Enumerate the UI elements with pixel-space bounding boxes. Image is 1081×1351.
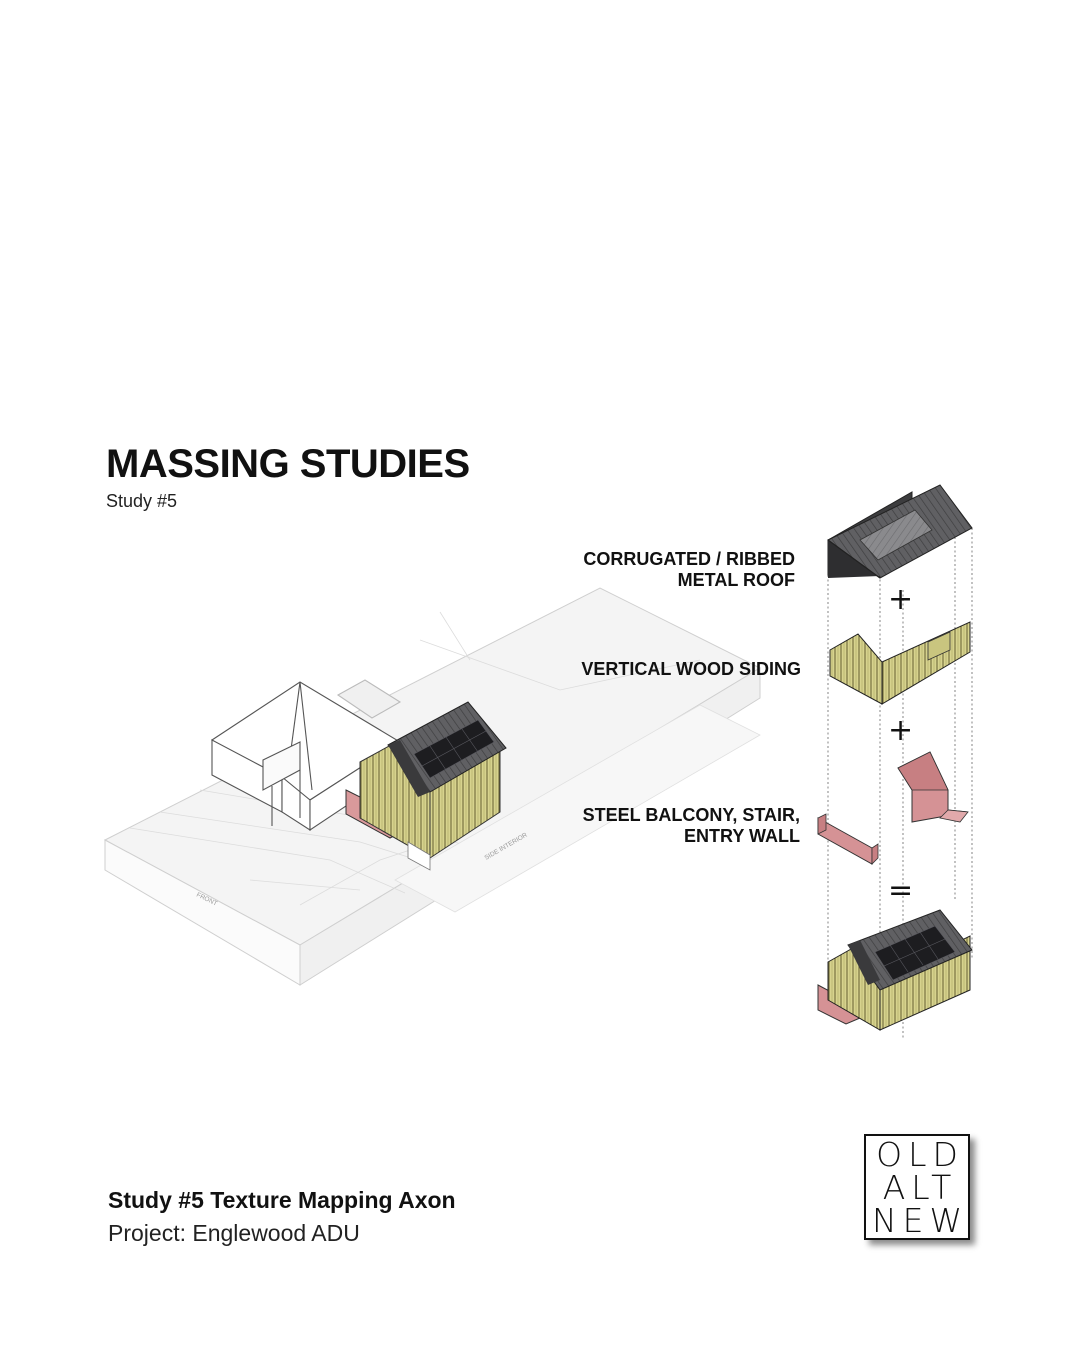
component-label-roof-line2: METAL ROOF (677, 570, 795, 590)
adu-solar-panels (413, 719, 495, 779)
component-label-steel: STEEL BALCONY, STAIR, ENTRY WALL (583, 805, 800, 847)
component-label-wood-line1: VERTICAL WOOD SIDING (581, 659, 801, 679)
page-subtitle: Study #5 (106, 491, 178, 511)
side-strip (394, 704, 761, 913)
logo-line-new: NEW (872, 1201, 969, 1240)
assembled-adu (817, 909, 973, 1031)
logo-line-old: OLD (876, 1135, 964, 1174)
component-label-roof-line1: CORRUGATED / RIBBED (583, 549, 795, 569)
brand-logo: OLD ALT NEW (864, 1134, 970, 1240)
plus-operator-1: + (888, 582, 914, 617)
wood-siding-component (829, 621, 971, 705)
metal-roof-component (827, 484, 973, 579)
page-title: MASSING STUDIES (106, 442, 470, 486)
caption-project: Project: Englewood ADU (108, 1220, 360, 1246)
component-label-steel-line2: ENTRY WALL (684, 826, 800, 846)
caption-title: Study #5 Texture Mapping Axon (108, 1187, 456, 1213)
steel-components (817, 751, 969, 865)
component-label-roof: CORRUGATED / RIBBED METAL ROOF (583, 549, 795, 591)
logo-line-alt: ALT (882, 1168, 958, 1207)
adu-roof-gable (388, 740, 430, 797)
site-axon: FRONT SIDE INTERIOR (103, 587, 762, 986)
plus-operator-2: + (888, 713, 914, 748)
adu-on-site (345, 701, 507, 871)
component-label-wood: VERTICAL WOOD SIDING (581, 659, 801, 680)
component-label-steel-line1: STEEL BALCONY, STAIR, (582, 805, 800, 825)
equals-operator: = (888, 873, 914, 908)
